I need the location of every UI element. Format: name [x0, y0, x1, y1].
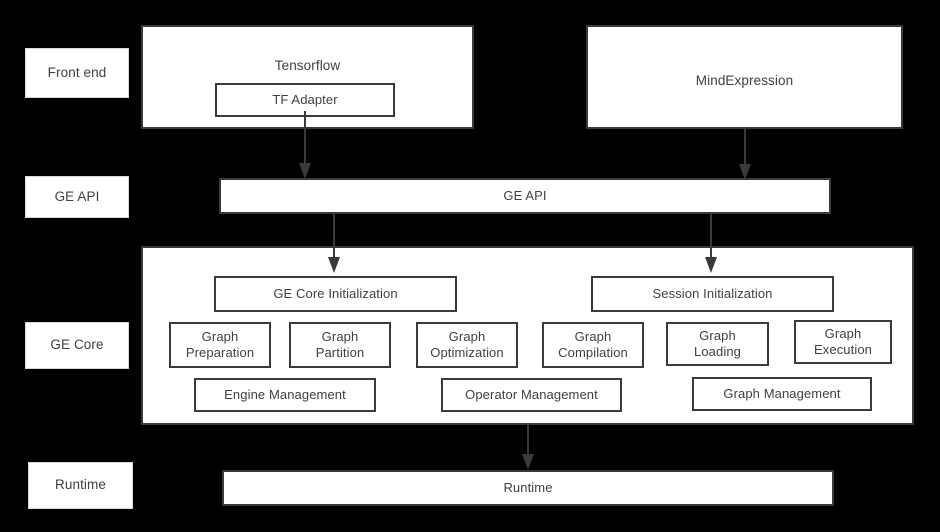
ge-core-initialization-box: GE Core Initialization	[214, 276, 457, 312]
graph-partition-box: Graph Partition	[289, 322, 391, 368]
graph-compilation-label: Graph Compilation	[558, 328, 628, 360]
stage-label-runtime-text: Runtime	[55, 477, 106, 493]
arrow-tf-adapter-to-ge-api	[296, 111, 314, 181]
engine-management-box: Engine Management	[194, 378, 376, 412]
arrow-ge-core-to-runtime	[519, 424, 537, 472]
graph-preparation-label: Graph Preparation	[185, 328, 255, 360]
engine-management-label: Engine Management	[224, 386, 346, 402]
arrow-ge-api-to-ge-core-initialization	[325, 213, 343, 275]
graph-optimization-box: Graph Optimization	[416, 322, 518, 368]
runtime-bar: Runtime	[222, 470, 834, 506]
ge-core-container: GE Core Initialization Session Initializ…	[141, 246, 914, 425]
stage-label-front-end-text: Front end	[47, 64, 107, 80]
graph-optimization-label: Graph Optimization	[430, 328, 504, 360]
graph-management-label: Graph Management	[723, 385, 841, 401]
graph-loading-box: Graph Loading	[666, 322, 769, 366]
stage-label-ge-api: GE API	[25, 176, 129, 218]
operator-management-label: Operator Management	[465, 386, 598, 402]
graph-preparation-box: Graph Preparation	[169, 322, 271, 368]
tf-adapter-label: TF Adapter	[272, 91, 338, 107]
stage-label-ge-api-text: GE API	[54, 188, 100, 204]
session-initialization-box: Session Initialization	[591, 276, 834, 312]
tensorflow-container: Tensorflow TF Adapter	[141, 25, 474, 129]
ge-api-bar: GE API	[219, 178, 831, 214]
graph-management-box: Graph Management	[692, 377, 872, 411]
graph-execution-label: Graph Execution	[814, 325, 872, 357]
stage-label-ge-core: GE Core	[25, 322, 129, 369]
mindexpression-container: MindExpression	[586, 25, 903, 129]
graph-execution-box: Graph Execution	[794, 320, 892, 364]
graph-compilation-box: Graph Compilation	[542, 322, 644, 368]
runtime-bar-label: Runtime	[503, 479, 553, 495]
stage-label-ge-core-text: GE Core	[50, 337, 104, 353]
tensorflow-caption: Tensorflow	[274, 58, 341, 73]
graph-loading-label: Graph Loading	[694, 327, 741, 359]
stage-label-runtime: Runtime	[28, 462, 133, 509]
stage-label-front-end: Front end	[25, 48, 129, 98]
mindexpression-caption: MindExpression	[695, 73, 794, 88]
ge-api-bar-label: GE API	[503, 187, 547, 203]
session-initialization-label: Session Initialization	[652, 285, 773, 301]
ge-core-initialization-label: GE Core Initialization	[273, 285, 398, 301]
graph-partition-label: Graph Partition	[315, 328, 365, 360]
arrow-ge-api-to-session-initialization	[702, 213, 720, 275]
operator-management-box: Operator Management	[441, 378, 622, 412]
arrow-mindexpression-to-ge-api	[736, 128, 754, 182]
